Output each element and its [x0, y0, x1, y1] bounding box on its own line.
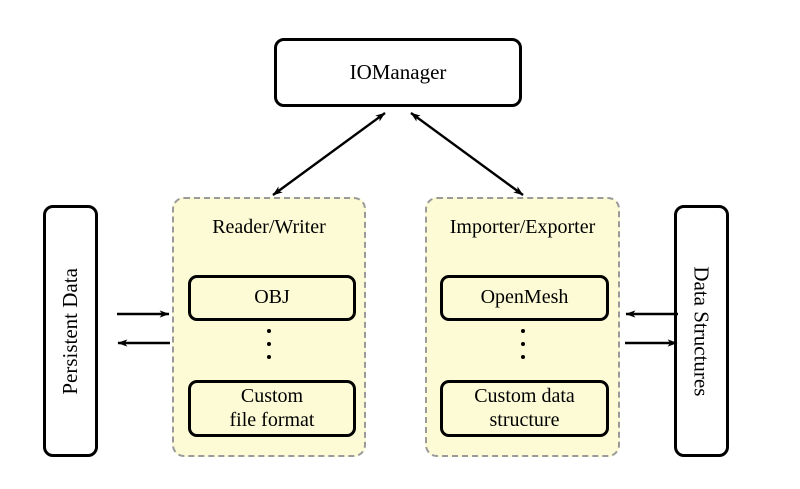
ellipsis-dot	[520, 329, 525, 333]
ellipsis-dot	[520, 342, 525, 346]
ellipsis-dot	[267, 342, 271, 346]
node-openmesh-label: OpenMesh	[480, 286, 569, 309]
node-persistent-data[interactable]: Persistent Data	[43, 205, 98, 457]
ellipsis-dot	[520, 355, 525, 359]
node-io-manager[interactable]: IOManager	[274, 38, 522, 107]
io-manager-label: IOManager	[349, 60, 447, 85]
data-structures-label: Data Structures	[689, 265, 714, 397]
ellipsis-dot	[267, 329, 271, 333]
group-title-importer-exporter: Importer/Exporter	[449, 216, 596, 238]
persistent-data-label: Persistent Data	[58, 267, 83, 395]
ellipsis-reader-writer	[174, 329, 364, 368]
ellipsis-dot	[267, 355, 271, 359]
node-data-structures[interactable]: Data Structures	[674, 205, 729, 457]
node-obj[interactable]: OBJ	[188, 275, 356, 321]
group-title-reader-writer: Reader/Writer	[212, 216, 326, 238]
arrow-manager-importer-exporter	[410, 112, 524, 196]
ellipsis-importer-exporter	[427, 329, 618, 368]
node-openmesh[interactable]: OpenMesh	[440, 275, 609, 321]
arrow-manager-reader-writer	[272, 112, 386, 196]
node-obj-label: OBJ	[254, 286, 290, 309]
